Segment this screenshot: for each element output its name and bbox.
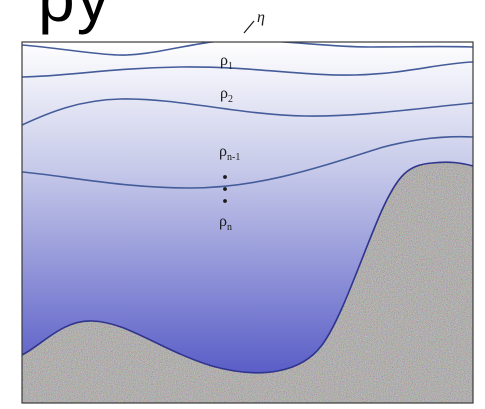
interface-line-1	[22, 61, 473, 78]
ellipsis-dot-1	[223, 175, 227, 179]
interface-line-2	[22, 98, 473, 126]
layer-2-symbol: ρ	[220, 85, 228, 102]
surface-elevation-label: η	[257, 9, 265, 26]
layer-n-subscript: n	[227, 222, 232, 233]
clipped-title-text: py	[38, 0, 112, 31]
interface-line-3	[22, 135, 473, 189]
layer-n-1-symbol: ρ	[219, 143, 227, 160]
surface-leader-line	[243, 20, 255, 34]
layer-n-1-subscript: n-1	[227, 152, 240, 163]
seabed-outline	[21, 161, 474, 374]
layer-2-subscript: 2	[228, 94, 233, 105]
layer-1-density-label: ρ1	[220, 52, 233, 72]
layer-n-density-label: ρn	[219, 213, 232, 233]
diagram-frame	[21, 41, 474, 404]
layer-1-subscript: 1	[228, 61, 233, 72]
layer-2-density-label: ρ2	[220, 85, 233, 105]
ellipsis-dot-2	[223, 187, 227, 191]
free-surface-line	[22, 42, 473, 56]
layer-n-1-density-label: ρn-1	[219, 143, 240, 163]
layer-n-symbol: ρ	[219, 213, 227, 230]
layer-1-symbol: ρ	[220, 52, 228, 69]
ellipsis-dot-3	[223, 199, 227, 203]
